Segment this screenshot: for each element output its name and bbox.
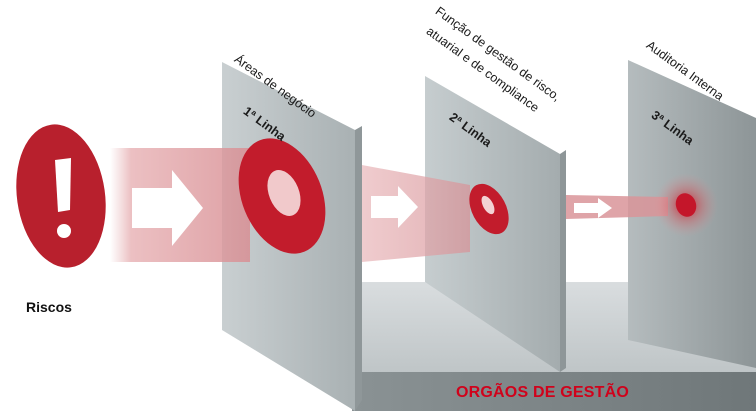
arrow-2-icon — [371, 186, 418, 228]
governing-bodies-label: ORGÃOS DE GESTÃO — [456, 384, 629, 401]
arrow-3-icon — [574, 198, 612, 218]
panel-first-line-edge — [355, 126, 362, 411]
exclamation-mark-icon — [55, 158, 71, 212]
risk-ring-first-line-hole — [267, 170, 301, 216]
panel-second-line-edge — [560, 150, 566, 372]
risk-ring-second-line-hole — [481, 195, 495, 215]
exclamation-dot-icon — [57, 224, 71, 238]
risk-beam-2 — [362, 165, 470, 262]
arrow-1-icon — [132, 170, 203, 246]
risks-label: Riscos — [26, 299, 72, 315]
base-block — [352, 372, 756, 411]
residual-risk-dot — [675, 193, 697, 217]
